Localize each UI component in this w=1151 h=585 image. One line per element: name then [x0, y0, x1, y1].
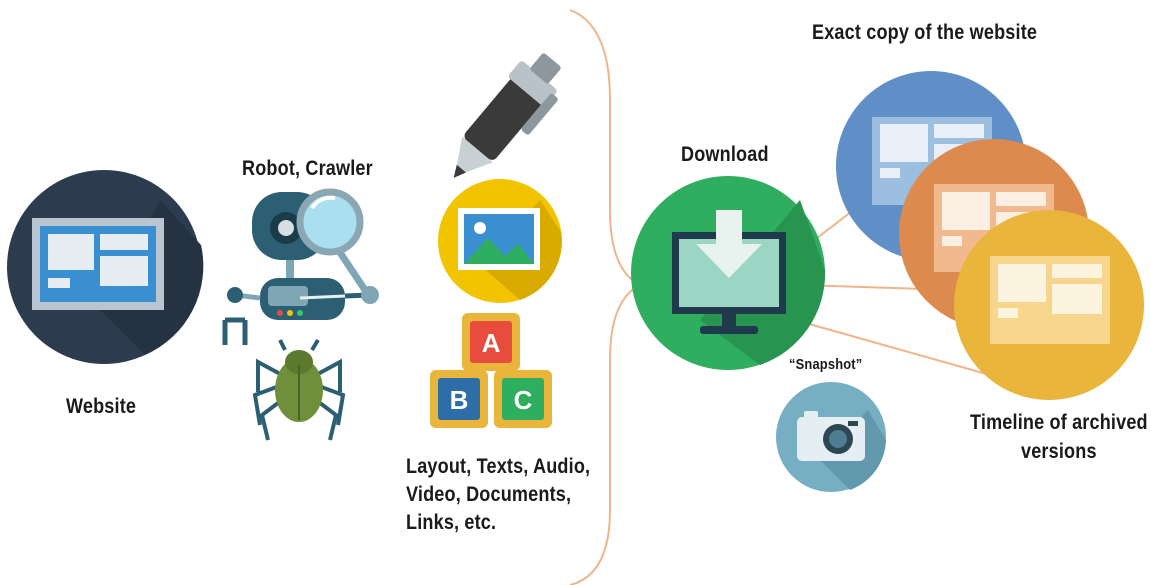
timeline-line-2: versions	[1021, 440, 1097, 463]
exact-copy-label: Exact copy of the website	[812, 21, 1038, 44]
magnifier-icon	[296, 188, 368, 292]
robot-crawler-label: Robot, Crawler	[242, 157, 373, 180]
content-types-line-1: Layout, Texts, Audio,	[406, 455, 591, 478]
content-types-line-3: Links, etc.	[406, 511, 497, 534]
camera-icon	[776, 382, 886, 492]
image-icon	[438, 179, 562, 303]
pen-icon	[453, 53, 561, 178]
website-label: Website	[66, 395, 137, 418]
download-label: Download	[681, 143, 769, 166]
content-types-line-2: Video, Documents,	[406, 483, 572, 506]
block-letter-a: A	[482, 328, 501, 358]
spider-icon	[252, 338, 346, 441]
timeline-line-1: Timeline of archived	[970, 411, 1148, 434]
website-icon	[7, 170, 204, 364]
download-icon	[631, 176, 826, 370]
block-letter-c: C	[514, 385, 533, 415]
archive-version-icon	[954, 210, 1144, 400]
abc-blocks-icon: A B C	[430, 313, 552, 428]
snapshot-label: “Snapshot”	[789, 356, 863, 373]
block-letter-b: B	[450, 385, 469, 415]
